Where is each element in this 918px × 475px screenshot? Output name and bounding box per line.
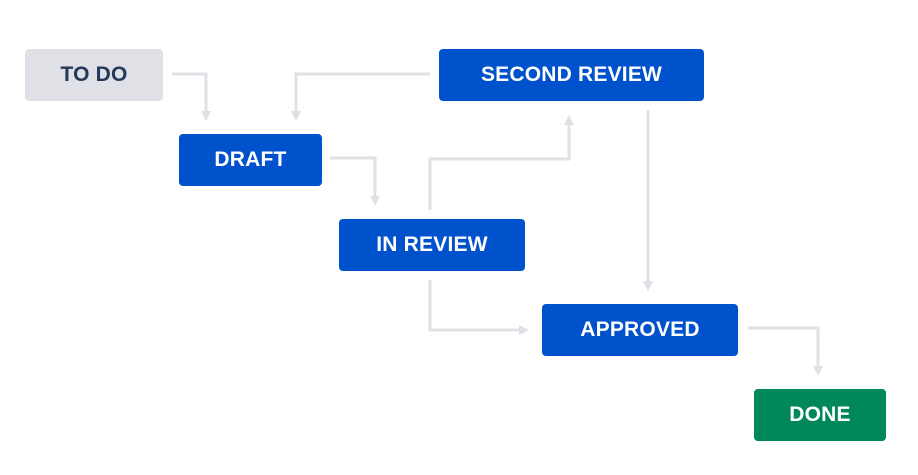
status-draft-label: DRAFT xyxy=(214,148,287,171)
status-in-review: IN REVIEW xyxy=(339,219,525,271)
status-approved-label: APPROVED xyxy=(580,318,700,341)
transition-draft-to-in-review xyxy=(330,156,380,206)
status-second-review-label: SECOND REVIEW xyxy=(480,63,663,86)
transition-in-review-to-second-review xyxy=(428,115,574,210)
status-todo-label: TO DO xyxy=(60,63,128,86)
status-approved: APPROVED xyxy=(542,304,738,356)
transition-approved-to-done xyxy=(748,326,823,376)
status-done: DONE xyxy=(754,389,886,441)
status-done-label: DONE xyxy=(789,403,851,426)
status-in-review-label: IN REVIEW xyxy=(376,233,488,256)
transition-second-review-to-draft xyxy=(291,72,430,121)
status-second-review: SECOND REVIEW xyxy=(439,49,704,101)
transition-in-review-to-approved xyxy=(428,280,529,335)
transition-todo-to-draft xyxy=(172,72,211,121)
status-todo: TO DO xyxy=(25,49,163,101)
status-draft: DRAFT xyxy=(179,134,322,186)
